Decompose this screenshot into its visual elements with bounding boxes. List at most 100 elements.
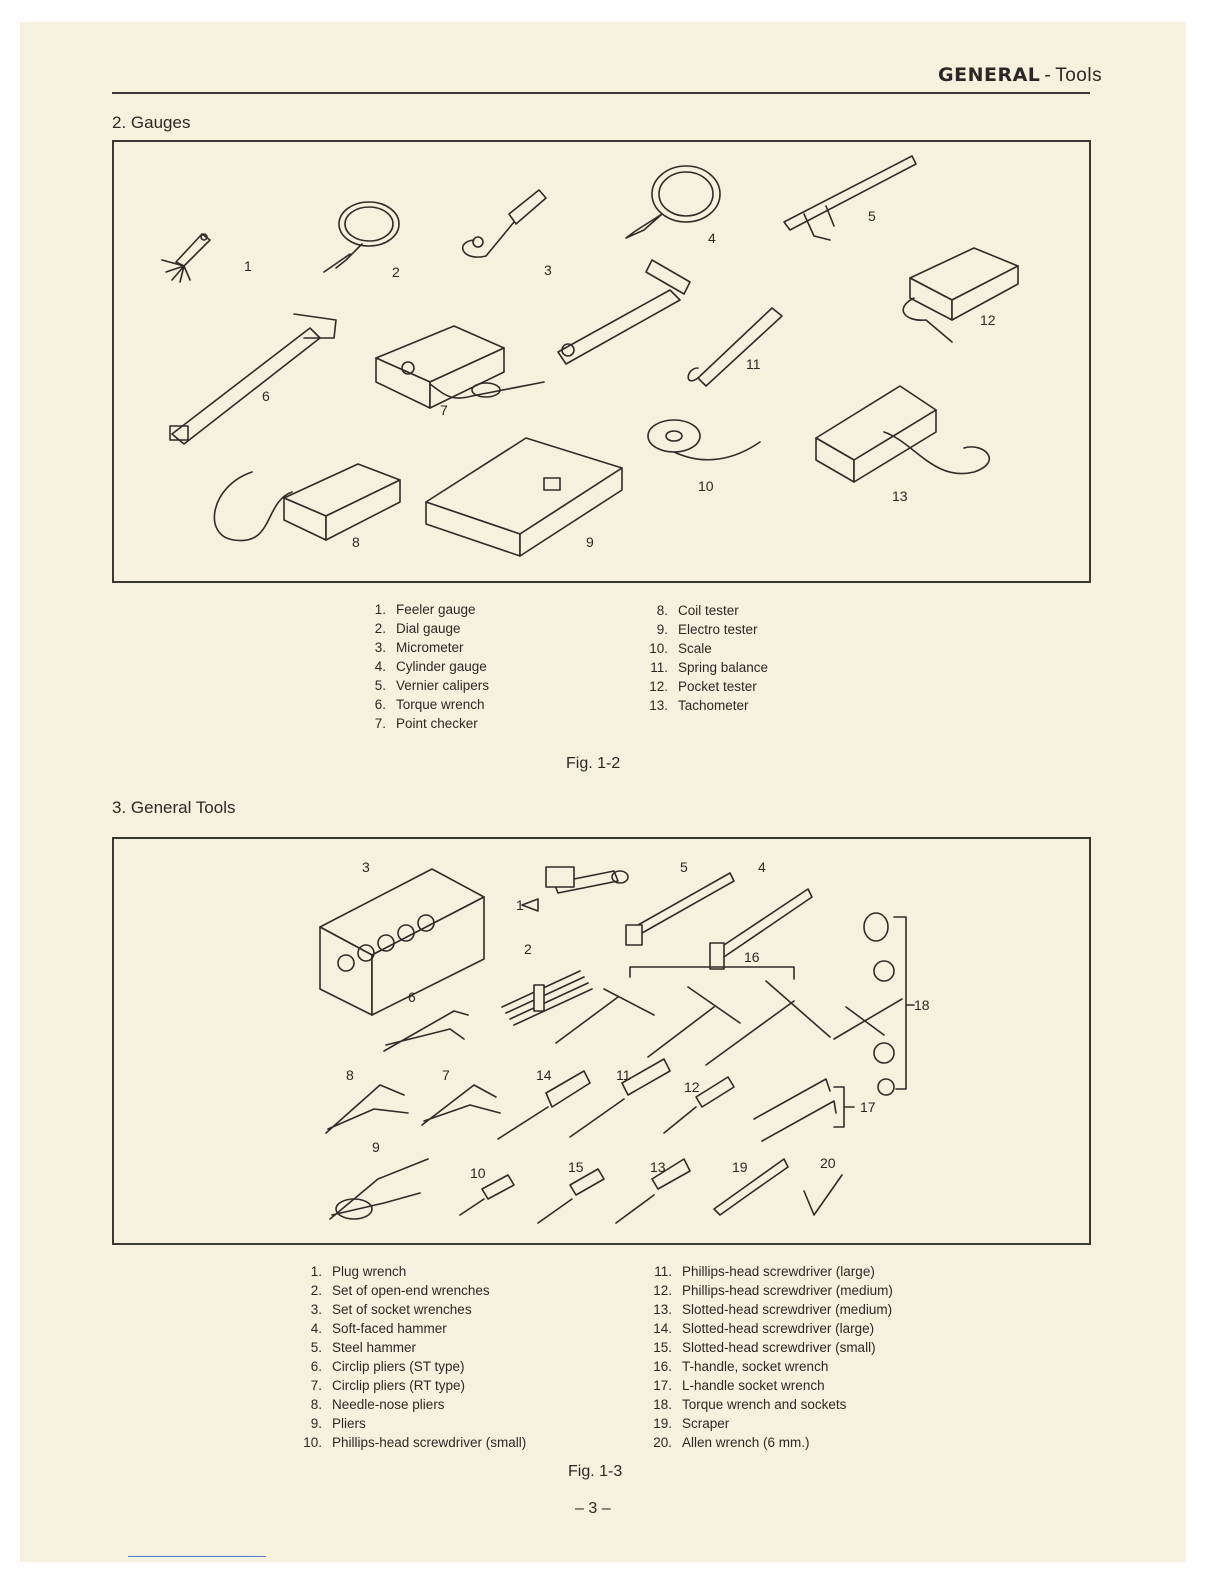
header-separator: - [1044, 65, 1052, 86]
legend-item: 3. Set of socket wrenches [292, 1300, 526, 1319]
scale-tape-drawing [647, 419, 761, 461]
legend-label: Circlip pliers (RT type) [332, 1378, 466, 1393]
callout-13: 13 [650, 1159, 666, 1175]
legend-label: Set of socket wrenches [332, 1302, 472, 1317]
legend-label: Set of open-end wrenches [332, 1283, 490, 1298]
figure-caption-1-2: Fig. 1-2 [566, 755, 621, 772]
screwdrivers-row1-drawing [497, 1058, 735, 1140]
legend-num: 4. [310, 1321, 322, 1336]
callout-4: 4 [758, 859, 766, 875]
legend-label: L-handle socket wrench [682, 1378, 825, 1393]
callout-12: 12 [684, 1079, 700, 1095]
legend-label: Circlip pliers (ST type) [332, 1359, 465, 1374]
legend-item: 4.Cylinder gauge [356, 657, 489, 676]
legend-num: 6. [374, 697, 386, 712]
socket-set-drawing [319, 868, 485, 1016]
legend-num: 4. [374, 659, 386, 674]
t-handle-wrenches-drawing [555, 966, 831, 1066]
bottom-link-underline [128, 1556, 266, 1557]
legend-label: Steel hammer [332, 1340, 417, 1355]
legend-num: 15. [653, 1340, 672, 1355]
allen-wrench-drawing [803, 1174, 843, 1216]
legend-item: 8.Needle-nose pliers [292, 1395, 526, 1414]
callout-8: 8 [352, 534, 360, 550]
legend-item: 7.Circlip pliers (RT type) [292, 1376, 526, 1395]
callout-6: 6 [262, 388, 270, 404]
plug-wrench-drawing [521, 866, 629, 912]
pliers-drawing [329, 1158, 429, 1220]
callout-3: 3 [544, 262, 552, 278]
legend-num: 12. [653, 1283, 672, 1298]
legend-label: Slotted-head screwdriver (medium) [682, 1302, 893, 1317]
legend-label: Allen wrench (6 mm.) [682, 1435, 810, 1450]
legend-label: Pocket tester [678, 679, 757, 694]
general-tools-legend-left: 1.Plug wrench 2.Set of open-end wrenches… [292, 1262, 526, 1452]
callout-5: 5 [680, 859, 688, 875]
gauges-heading: 2. Gauges [112, 113, 191, 132]
callout-5: 5 [868, 208, 876, 224]
legend-item: 4.Soft-faced hammer [292, 1319, 526, 1338]
legend-label: Slotted-head screwdriver (large) [682, 1321, 875, 1336]
callout-13: 13 [892, 488, 908, 504]
header-topic: Tools [1055, 65, 1103, 86]
l-handle-wrenches-drawing [753, 1078, 855, 1142]
legend-item: 13.Tachometer [638, 696, 768, 715]
callout-4: 4 [708, 230, 716, 246]
legend-label: Torque wrench [396, 697, 485, 712]
callout-8: 8 [346, 1067, 354, 1083]
hammers-drawing [625, 872, 813, 970]
callout-6: 6 [408, 989, 416, 1005]
legend-item: 5.Vernier calipers [356, 676, 489, 695]
callout-14: 14 [536, 1067, 552, 1083]
callout-11: 11 [746, 356, 761, 372]
legend-num: 3. [310, 1302, 322, 1317]
general-tools-figure: 3 1 5 4 2 16 6 18 8 7 14 11 12 17 9 10 1… [112, 837, 1091, 1245]
legend-num: 11. [650, 660, 668, 675]
needle-nose-pliers-drawing [325, 1084, 409, 1134]
legend-label: Scale [678, 641, 712, 656]
callout-20: 20 [820, 1155, 836, 1171]
legend-num: 2. [374, 621, 386, 636]
legend-num: 1. [310, 1264, 322, 1279]
legend-label: Pliers [332, 1416, 366, 1431]
callout-16: 16 [744, 949, 760, 965]
legend-item: 9.Electro tester [638, 620, 768, 639]
figure-caption-1-3: Fig. 1-3 [568, 1463, 623, 1480]
legend-item: 13.Slotted-head screwdriver (medium) [642, 1300, 893, 1319]
legend-item: 2.Set of open-end wrenches [292, 1281, 526, 1300]
legend-num: 1. [374, 602, 386, 617]
legend-num: 20. [653, 1435, 672, 1450]
torque-wrench-sockets-drawing [833, 912, 915, 1096]
legend-num: 17. [653, 1378, 672, 1393]
legend-label: Vernier calipers [396, 678, 490, 693]
coil-tester-drawing [213, 463, 401, 542]
gauges-legend-left: 1.Feeler gauge 2.Dial gauge 3.Micrometer… [356, 600, 489, 733]
legend-label: Point checker [396, 716, 478, 731]
callout-17: 17 [860, 1099, 876, 1115]
general-tools-heading: 3. General Tools [112, 798, 236, 817]
pocket-tester-drawing [902, 247, 1019, 343]
callout-7: 7 [440, 402, 448, 418]
legend-label: Coil tester [678, 603, 739, 618]
legend-label: Tachometer [678, 698, 749, 713]
legend-num: 18. [653, 1397, 672, 1412]
page-number: – 3 – [575, 1500, 611, 1517]
callout-10: 10 [698, 478, 714, 494]
callout-15: 15 [568, 1159, 584, 1175]
legend-num: 11. [654, 1264, 672, 1279]
legend-label: Dial gauge [396, 621, 461, 636]
legend-label: Spring balance [678, 660, 769, 675]
legend-item: 19.Scraper [642, 1414, 893, 1433]
legend-label: Scraper [682, 1416, 730, 1431]
gauges-legend-right: 8.Coil tester 9.Electro tester 10.Scale … [638, 601, 768, 715]
callout-2: 2 [524, 941, 532, 957]
legend-item: 20. Allen wrench (6 mm.) [642, 1433, 893, 1452]
callout-2: 2 [392, 264, 400, 280]
callout-3: 3 [362, 859, 370, 875]
legend-num: 12. [649, 679, 668, 694]
circlip-pliers-rt-drawing [421, 1084, 501, 1126]
legend-num: 16. [653, 1359, 672, 1374]
feeler-gauge-drawing [161, 233, 211, 283]
dial-gauge-drawing [323, 201, 400, 273]
gauges-figure: 1 2 3 4 5 6 7 8 9 10 11 12 13 [112, 140, 1091, 583]
